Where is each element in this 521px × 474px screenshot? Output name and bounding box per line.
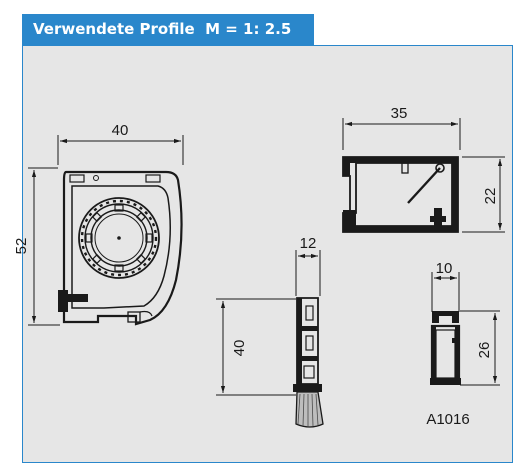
section-title: Verwendete Profile M = 1: 2.5	[22, 14, 314, 45]
brush-rail-profile	[216, 250, 324, 428]
drawing-panel	[22, 45, 513, 463]
dim-rail-height: 40	[231, 340, 248, 357]
box-profile	[28, 135, 184, 326]
dim-box-height: 52	[13, 238, 30, 255]
guide-profile	[430, 272, 500, 386]
dim-guide-height: 26	[476, 342, 493, 359]
profile-code-label: A1016	[426, 411, 469, 428]
dim-rail-width: 12	[300, 235, 317, 252]
dim-channel-width: 35	[391, 105, 408, 122]
dim-box-width: 40	[112, 122, 129, 139]
dim-channel-height: 22	[482, 188, 499, 205]
dim-guide-width: 10	[436, 260, 453, 277]
u-channel-profile	[342, 118, 505, 233]
